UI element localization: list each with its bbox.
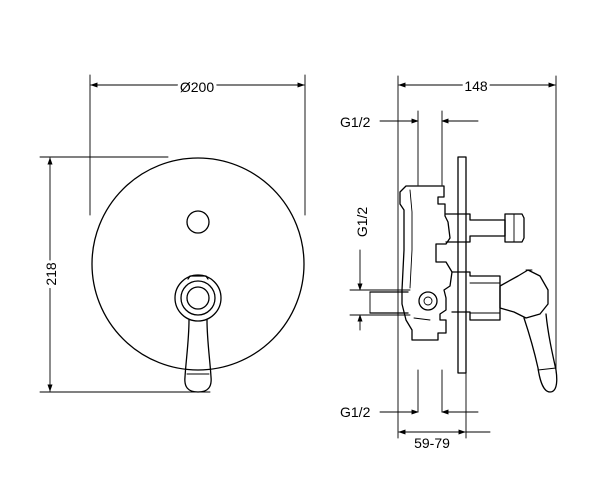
height-dimension: 218 <box>39 156 211 393</box>
lever-cartridge <box>451 271 501 321</box>
top-connection-dimension: G1/2 <box>340 110 479 186</box>
bottom-connection-label: G1/2 <box>340 404 371 420</box>
height-label: 218 <box>43 262 59 286</box>
lever-handle <box>184 319 212 393</box>
lever-hub <box>174 274 222 322</box>
side-connection-dimension: G1/2 <box>349 207 411 331</box>
diverter-button <box>186 210 210 234</box>
install-range-label: 59-79 <box>414 435 450 451</box>
diverter-stem <box>445 213 525 243</box>
bottom-connection-dimension: G1/2 <box>340 369 479 420</box>
cover-plate <box>91 157 305 371</box>
side-inlet <box>369 291 409 314</box>
diameter-label: Ø200 <box>180 79 214 95</box>
front-view: Ø200 218 <box>39 74 306 393</box>
valve-body <box>399 185 453 341</box>
install-range-dimension: 59-79 <box>398 349 491 451</box>
outlet-port <box>418 291 438 311</box>
wall-plate <box>457 156 467 374</box>
side-view: 148 G1/2 G1/2 G1/2 <box>340 75 558 451</box>
depth-label: 148 <box>464 78 488 94</box>
depth-dimension: 148 <box>397 75 557 439</box>
top-connection-label: G1/2 <box>340 114 371 130</box>
side-connection-label: G1/2 <box>354 207 370 238</box>
lever-side-handle <box>523 313 558 393</box>
diameter-dimension: Ø200 <box>89 74 306 216</box>
lever-side-hub <box>499 269 549 319</box>
